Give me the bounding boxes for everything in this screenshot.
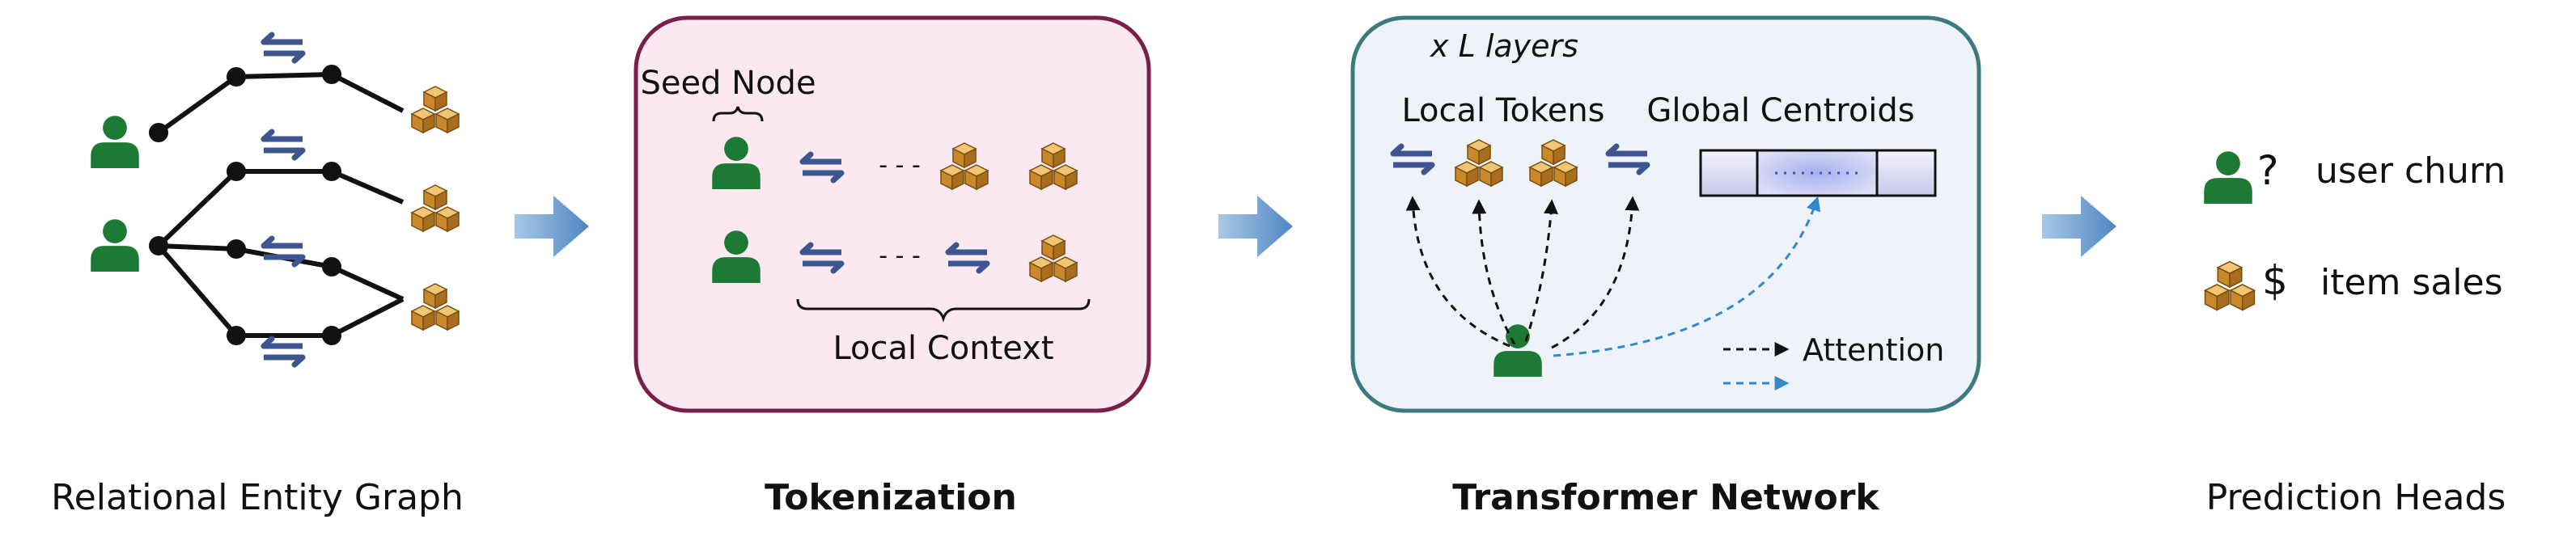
flow-arrow-icon: [515, 196, 589, 257]
ellipsis: - - -: [879, 242, 921, 270]
question-mark-symbol: ?: [2257, 147, 2279, 194]
tokenization-panel: [633, 15, 1151, 413]
user-icon: [2204, 151, 2252, 204]
global-centroids-label: Global Centroids: [1646, 92, 1914, 129]
transformer-panel: [1350, 15, 1981, 413]
user-icon: [91, 219, 139, 272]
entity-graph: [91, 35, 459, 365]
item-sales-label: item sales: [2320, 262, 2503, 303]
transformer-caption: Transformer Network: [1452, 477, 1880, 518]
attention-legend: Attention: [1723, 332, 1944, 390]
seed-node-label: Seed Node: [640, 65, 816, 102]
boxes-icon: [412, 284, 459, 330]
user-churn-label: user churn: [2315, 150, 2506, 192]
context-brace: [796, 298, 1091, 323]
attention-label: Attention: [1803, 332, 1944, 368]
local-tokens-label: Local Tokens: [1401, 92, 1604, 129]
bidirectional-arrows-icon: [264, 339, 303, 365]
tokenization-caption: Tokenization: [765, 477, 1017, 518]
bidirectional-arrows-icon: [264, 239, 303, 264]
bidirectional-arrows-icon: [264, 35, 303, 61]
prediction-heads-caption: Prediction Heads: [2206, 477, 2506, 518]
flow-arrow-icon: [2042, 196, 2116, 257]
flow-arrow-icon: [1218, 196, 1293, 257]
global-centroids-bar: [1699, 149, 1937, 197]
local-context-label: Local Context: [833, 330, 1053, 367]
boxes-icon: [412, 87, 459, 133]
ellipsis: - - -: [879, 151, 921, 179]
bidirectional-arrows-icon: [264, 132, 303, 158]
layers-label: x L layers: [1430, 28, 1578, 64]
prediction-head-sales: $ item sales: [2205, 257, 2503, 310]
dollar-symbol: $: [2262, 257, 2288, 304]
attention-edges: [1405, 196, 1821, 357]
graph-nodes: [149, 65, 341, 345]
graph-caption: Relational Entity Graph: [51, 477, 464, 518]
seed-brace: [712, 106, 764, 122]
user-icon: [91, 116, 139, 168]
boxes-icon: [412, 185, 459, 231]
prediction-head-churn: ? user churn: [2204, 147, 2506, 204]
boxes-icon: [2205, 262, 2255, 310]
